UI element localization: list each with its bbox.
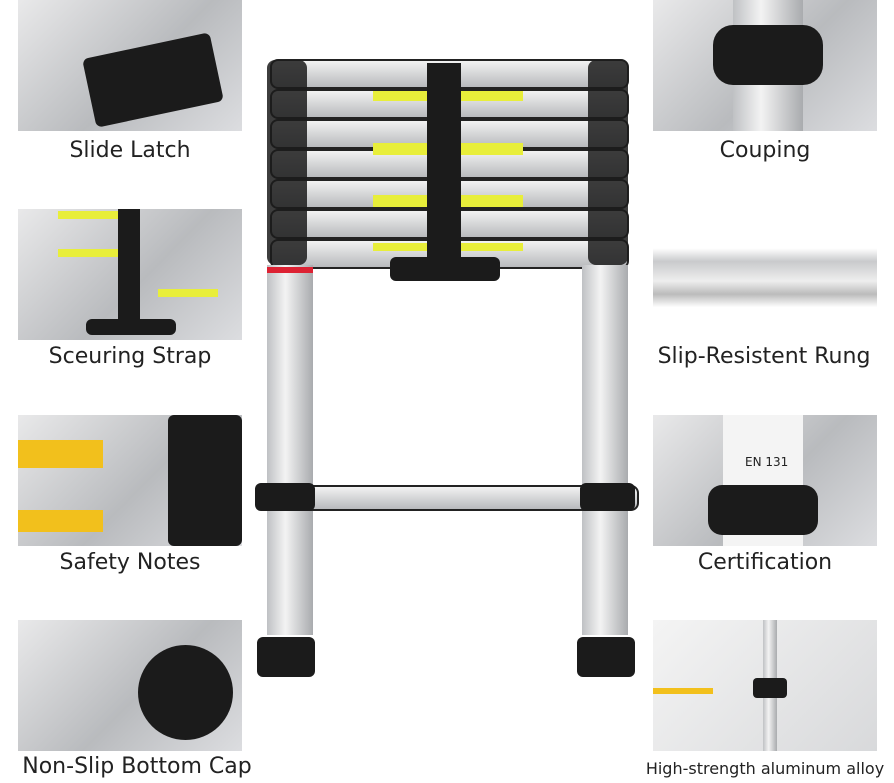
ladder-image [255,55,640,680]
couping-photo [653,0,877,131]
slide-latch-label: Slide Latch [69,138,191,163]
alloy-label: High-strength aluminum alloy [645,759,885,778]
certification-label: Certification [697,550,833,575]
safety-notes-label: Safety Notes [59,550,201,575]
couping-label: Couping [719,138,811,163]
safety-notes-photo [18,415,242,546]
securing-strap-photo [18,209,242,340]
alloy-photo [653,620,877,751]
bottom-cap-label: Non-Slip Bottom Cap [22,754,252,779]
bottom-cap-photo [18,620,242,751]
rung-label: Slip-Resistent Rung [657,344,871,369]
cert-text: EN 131 [745,455,789,469]
rung-photo [653,209,877,340]
slide-latch-photo [18,0,242,131]
securing-strap-label: Sceuring Strap [48,344,212,369]
certification-photo: EN 131 [653,415,877,546]
